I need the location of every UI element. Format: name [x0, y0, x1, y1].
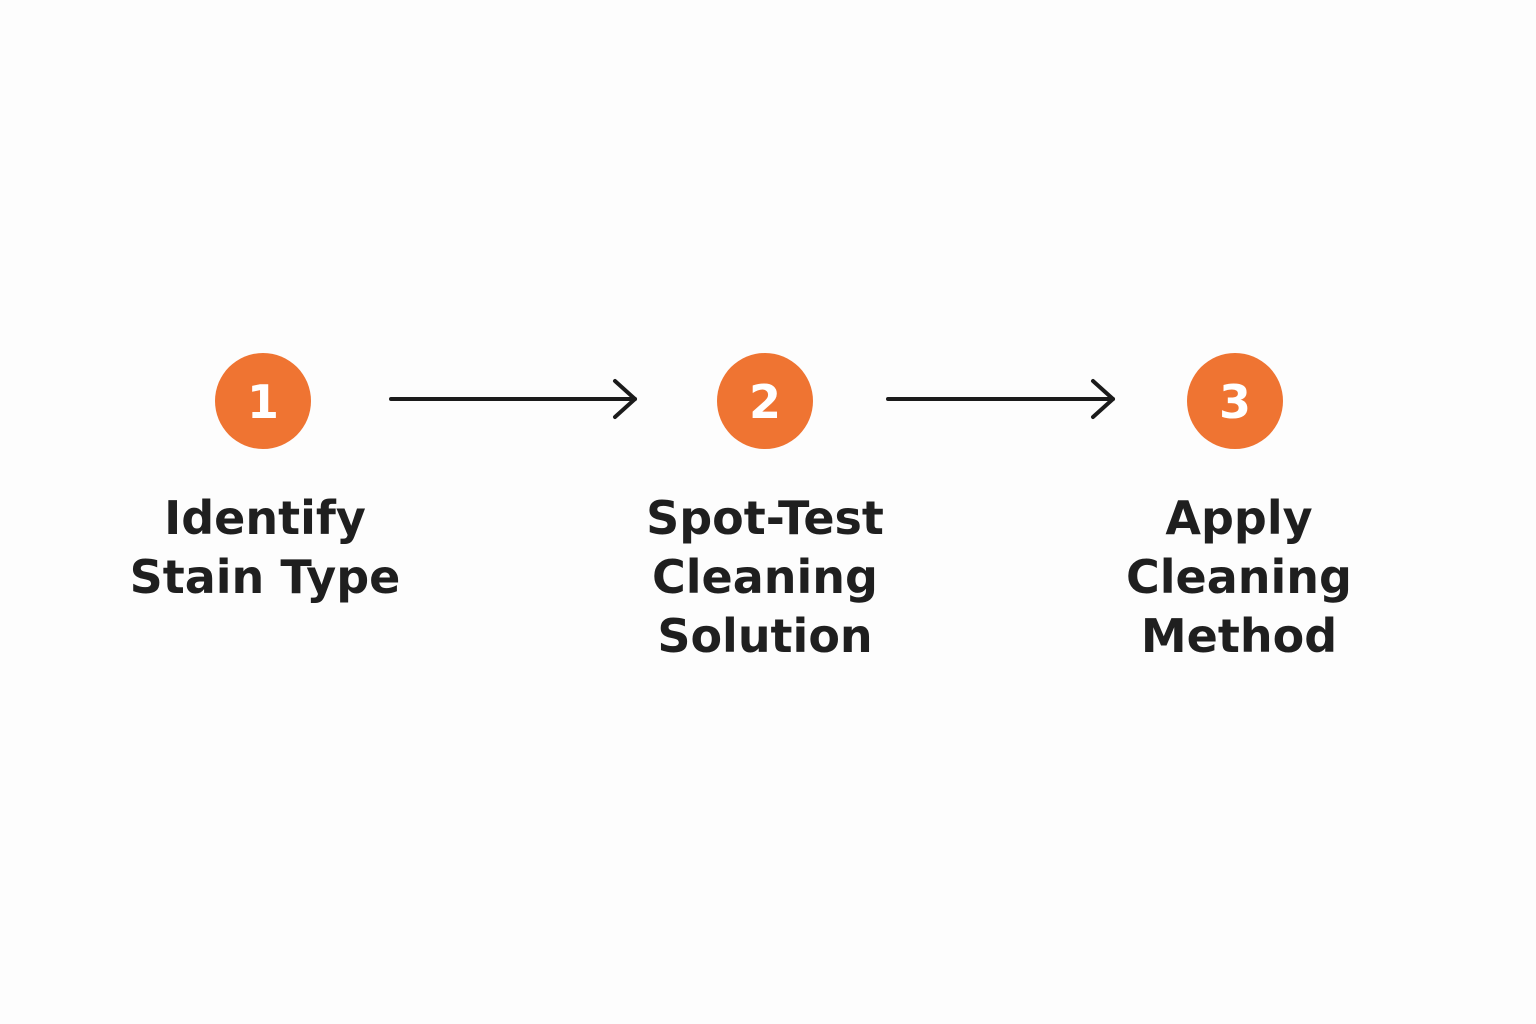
- step-1-number: 1: [246, 375, 279, 429]
- arrow-right-icon: [389, 379, 637, 419]
- step-3-badge: 3: [1187, 353, 1283, 449]
- step-2-label-line-2: Cleaning: [652, 550, 878, 604]
- step-1-label-line-2: Stain Type: [129, 550, 401, 604]
- step-1-badge: 1: [215, 353, 311, 449]
- step-3-label: Apply Cleaning Method: [1069, 489, 1409, 666]
- step-2-label-line-1: Spot-Test: [646, 491, 884, 545]
- step-3-number: 3: [1218, 375, 1251, 429]
- step-2-label: Spot-Test Cleaning Solution: [595, 489, 935, 666]
- step-2-badge: 2: [717, 353, 813, 449]
- step-3-label-line-1: Apply: [1165, 491, 1313, 545]
- step-3-label-line-3: Method: [1140, 609, 1338, 663]
- step-1-label-line-1: Identify: [164, 491, 366, 545]
- step-3-label-line-2: Cleaning: [1126, 550, 1352, 604]
- step-1-label: Identify Stain Type: [95, 489, 435, 607]
- step-2-number: 2: [748, 375, 781, 429]
- step-2-label-line-3: Solution: [657, 609, 873, 663]
- arrow-right-icon: [886, 379, 1115, 419]
